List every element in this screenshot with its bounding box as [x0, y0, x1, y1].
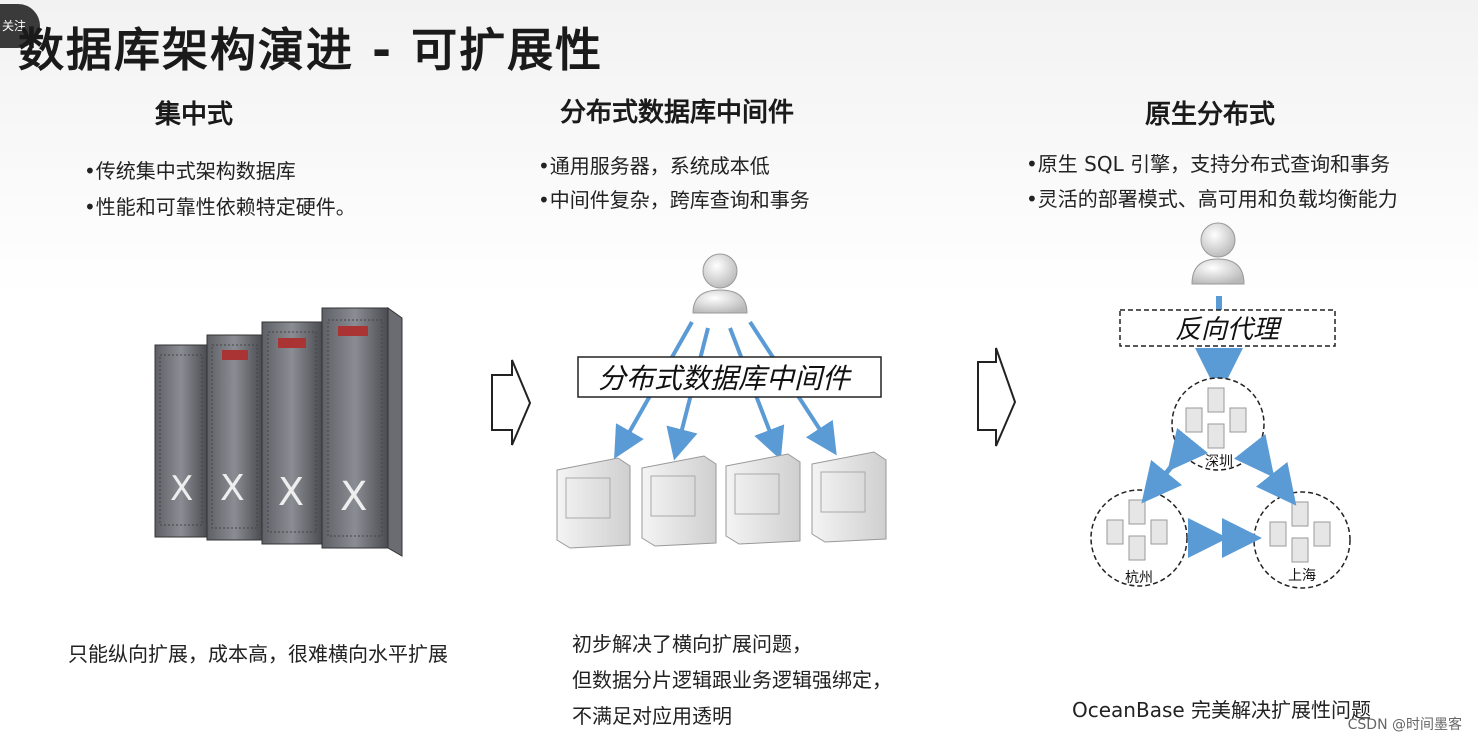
- svg-text:X: X: [340, 474, 367, 520]
- server-icon: [811, 451, 887, 543]
- server-icon: [641, 455, 717, 547]
- page-title: 数据库架构演进 - 可扩展性: [18, 23, 604, 77]
- bullet-native-2: •灵活的部署模式、高可用和负载均衡能力: [1026, 187, 1398, 211]
- heading-middleware: 分布式数据库中间件: [560, 98, 795, 128]
- cluster-shenzhen: 深圳: [1171, 377, 1265, 471]
- heading-centralized: 集中式: [155, 100, 234, 130]
- server-icon: [556, 457, 631, 549]
- user-icon: [1191, 222, 1245, 285]
- server-rack-icon: X: [206, 334, 263, 541]
- bullet-centralized-1: •传统集中式架构数据库: [84, 159, 296, 183]
- middleware-box-label: 分布式数据库中间件: [598, 362, 852, 395]
- note-middleware-line-1: 初步解决了横向扩展问题，: [572, 632, 812, 656]
- bullet-middleware-1: •通用服务器，系统成本低: [538, 154, 770, 178]
- bullet-centralized-2: •性能和可靠性依赖特定硬件。: [84, 195, 356, 219]
- note-centralized: 只能纵向扩展，成本高，很难横向水平扩展: [68, 642, 448, 666]
- server-rack-group: X X X X: [154, 307, 403, 557]
- cluster-shanghai: 上海: [1253, 491, 1351, 589]
- middleware-box: [577, 356, 882, 398]
- server-rack-icon: X: [321, 307, 389, 549]
- city-shanghai-label: 上海: [1288, 568, 1316, 584]
- user-icon: [692, 253, 748, 314]
- server-icon: [725, 453, 801, 545]
- cluster-hangzhou: 杭州: [1090, 489, 1188, 587]
- city-hangzhou-label: 杭州: [1125, 570, 1153, 586]
- watermark: CSDN @时间墨客: [1347, 717, 1462, 733]
- server-rack-icon: X: [154, 344, 208, 538]
- bullet-middleware-2: •中间件复杂，跨库查询和事务: [538, 188, 810, 212]
- note-middleware-line-3: 不满足对应用透明: [572, 704, 732, 728]
- server-rack-icon: X: [261, 321, 323, 545]
- svg-text:X: X: [170, 469, 193, 509]
- svg-text:X: X: [220, 468, 245, 509]
- cluster-links: [1141, 427, 1297, 558]
- note-native: OceanBase 完美解决扩展性问题: [1072, 698, 1372, 722]
- svg-text:X: X: [278, 470, 304, 514]
- note-middleware-line-2: 但数据分片逻辑跟业务逻辑强绑定，: [572, 668, 892, 692]
- transition-arrow-1: [491, 359, 532, 446]
- city-shenzhen-label: 深圳: [1205, 454, 1233, 470]
- bullet-native-1: •原生 SQL 引擎，支持分布式查询和事务: [1026, 152, 1391, 176]
- heading-native: 原生分布式: [1145, 100, 1276, 130]
- reverse-proxy-label: 反向代理: [1175, 315, 1283, 345]
- follow-badge[interactable]: 关注: [0, 4, 40, 48]
- reverse-proxy-box: [1119, 309, 1336, 347]
- transition-arrow-2: [977, 347, 1017, 447]
